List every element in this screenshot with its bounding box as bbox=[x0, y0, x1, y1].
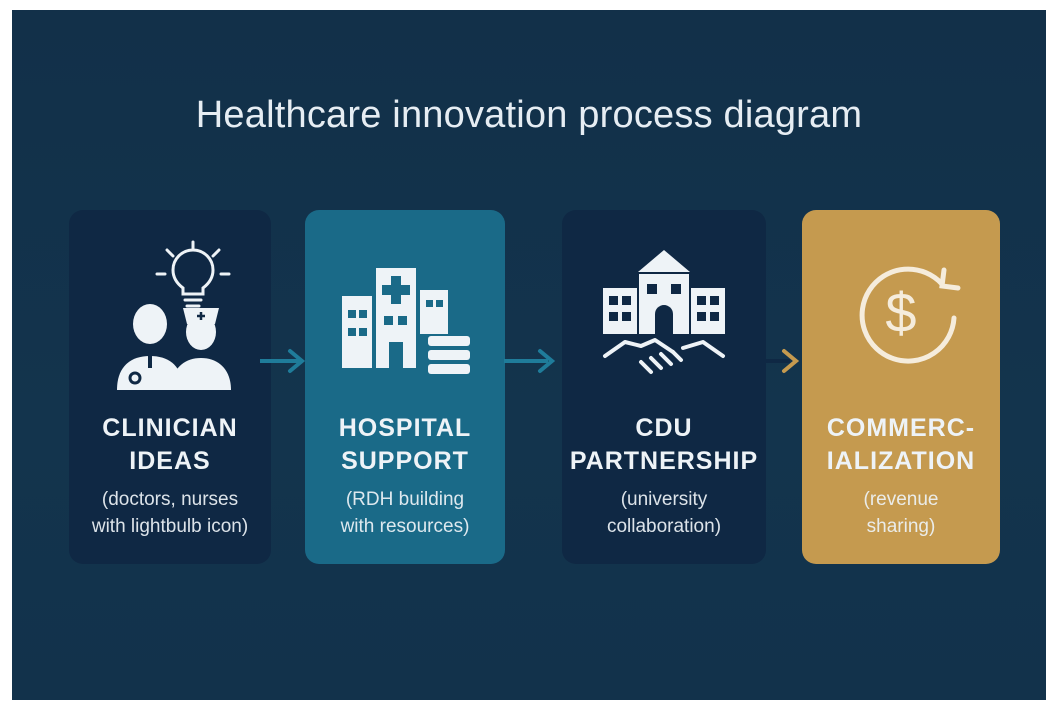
step-heading: COMMERC-IALIZATION bbox=[826, 414, 976, 475]
hospital-building-icon bbox=[305, 232, 505, 392]
arrow-right-icon bbox=[504, 349, 556, 373]
arrow-right-icon bbox=[260, 349, 306, 373]
diagram-title: Healthcare innovation process diagram bbox=[195, 94, 863, 136]
arrow-right-icon bbox=[764, 349, 800, 373]
university-handshake-icon bbox=[562, 232, 766, 392]
diagram-panel: Healthcare innovation process diagram bbox=[12, 10, 1046, 700]
clinician-lightbulb-icon bbox=[69, 232, 271, 392]
dollar-cycle-icon: $ bbox=[802, 232, 1000, 392]
svg-text:$: $ bbox=[885, 281, 916, 344]
